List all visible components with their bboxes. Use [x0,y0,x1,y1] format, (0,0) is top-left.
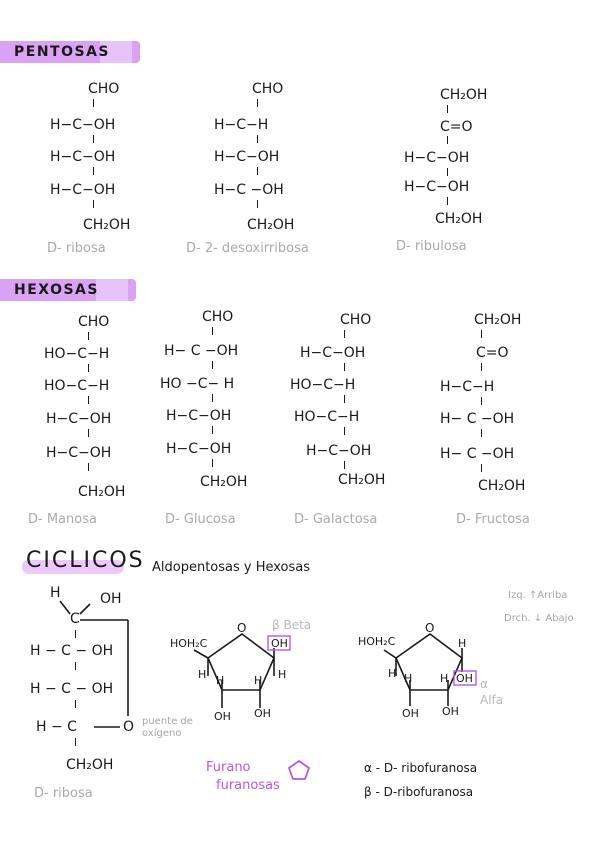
mol-row: C=O [440,119,473,135]
mol-row: CH₂OH [440,87,488,103]
furano-label: Furano [206,760,251,775]
mol-row: H−C−OH [46,411,112,427]
mol-row: H−C−OH [46,445,112,461]
mol-row: C [70,611,80,627]
mol-row: H− C −OH [164,343,239,359]
mol-row: H−C−OH [404,150,470,166]
caption-d-manosa: D- Manosa [28,512,97,527]
mol-row: H−C−H [214,117,269,133]
mol-row: H − C − OH [30,681,114,697]
beta-label: β Beta [272,618,312,632]
mol-row: H−C−OH [404,179,470,195]
chain-top-oh: OH [100,591,122,607]
ciclicos-highlight [22,560,124,574]
beta-h-c2: H [254,674,263,687]
chain-top-h: H [50,585,61,601]
mol-row: CHO [78,314,110,330]
mol-row: H− C −OH [440,411,515,427]
mol-row: CH₂OH [474,312,522,328]
mol-row: H−C−OH [214,149,280,165]
mol-row: HO −C− H [160,376,235,392]
name-beta-ribofuranosa: β - D-ribofuranosa [364,785,474,799]
mol-row: CH₂OH [338,472,386,488]
pentosas-banner: PENTOSAS [0,41,140,63]
mol-row: CH₂OH [83,217,131,233]
beta-ring-structure [193,633,291,708]
hexosas-title: HEXOSAS [14,282,99,298]
alpha-h-c3: H [404,672,413,685]
orientation-note-left: Izq. ↑Arriba [508,590,568,601]
beta-h-c3: H [216,674,225,687]
alpha-h-c2: H [440,672,449,685]
orientation-note-right: Drch. ↓ Abajo [504,613,574,624]
alpha-label: α Alfa [480,677,504,707]
hexosas-banner: HEXOSAS [0,279,136,301]
beta-oh-c3: OH [214,710,231,723]
caption-ciclico-ribosa: D- ribosa [34,786,93,801]
mol-row: C=O [476,345,509,361]
ciclicos-title: CICLICOS [26,548,145,573]
bridge-oxygen: O [123,719,135,735]
mol-row: H−C−OH [166,441,232,457]
mol-row: CH₂OH [66,757,114,773]
caption-d-fructosa: D- Fructosa [456,512,530,527]
mol-row: H−C−H [440,379,495,395]
mol-row: H − C [36,719,77,735]
mol-row: H− C −OH [440,446,515,462]
alpha-oh-c2: OH [442,705,459,718]
furanosas-label: furanosas [216,778,280,793]
mol-row: H−C−OH [166,408,232,424]
beta-h-right: H [278,668,287,681]
mol-row: H−C−OH [50,182,116,198]
bridge-note: puente de oxígeno [142,716,193,739]
caption-d-ribosa: D- ribosa [47,241,106,256]
alpha-ring-structure [383,633,477,706]
mol-row: CHO [88,81,120,97]
mol-row: HO−C−H [294,409,360,425]
mol-row: H−C−OH [50,149,116,165]
mol-row: H−C−OH [306,443,372,459]
name-alpha-ribofuranosa: α - D- ribofuranosa [364,761,478,775]
mol-row: HO−C−H [44,378,110,394]
mol-row: CHO [340,312,372,328]
mol-row: HO−C−H [290,377,356,393]
caption-d-galactosa: D- Galactosa [294,512,378,527]
mol-row: HO−C−H [44,346,110,362]
ciclicos-subtitle: Aldopentosas y Hexosas [152,560,311,575]
mol-row: CH₂OH [200,474,248,490]
mol-row: H−C−OH [50,117,116,133]
beta-ch2oh: HOH₂C [170,637,208,650]
mol-row: CH₂OH [435,211,483,227]
pentosas-title: PENTOSAS [14,44,110,60]
alpha-h-top: H [458,637,467,650]
mol-row: CH₂OH [478,478,526,494]
mol-row: CH₂OH [78,484,126,500]
alpha-h-left: H [388,667,397,680]
mol-row: CHO [252,81,284,97]
pentagon-icon [287,759,311,780]
alpha-oh-c3: OH [402,707,419,720]
alpha-o: O [425,621,435,635]
beta-o: O [237,621,247,635]
beta-oh-c2: OH [254,707,271,720]
alpha-oh-box: OH [456,672,473,685]
caption-d-glucosa: D- Glucosa [165,512,236,527]
caption-d-2-desoxirribosa: D- 2- desoxirribosa [186,241,309,256]
beta-oh-box: OH [271,637,288,650]
mol-row: H−C −OH [214,182,284,198]
mol-row: H−C−OH [300,345,366,361]
mol-row: CH₂OH [247,217,295,233]
alpha-ch2oh: HOH₂C [358,635,396,648]
mol-row: CHO [202,309,234,325]
caption-d-ribulosa: D- ribulosa [396,239,467,254]
beta-h-left: H [198,668,207,681]
mol-row: H − C − OH [30,643,114,659]
